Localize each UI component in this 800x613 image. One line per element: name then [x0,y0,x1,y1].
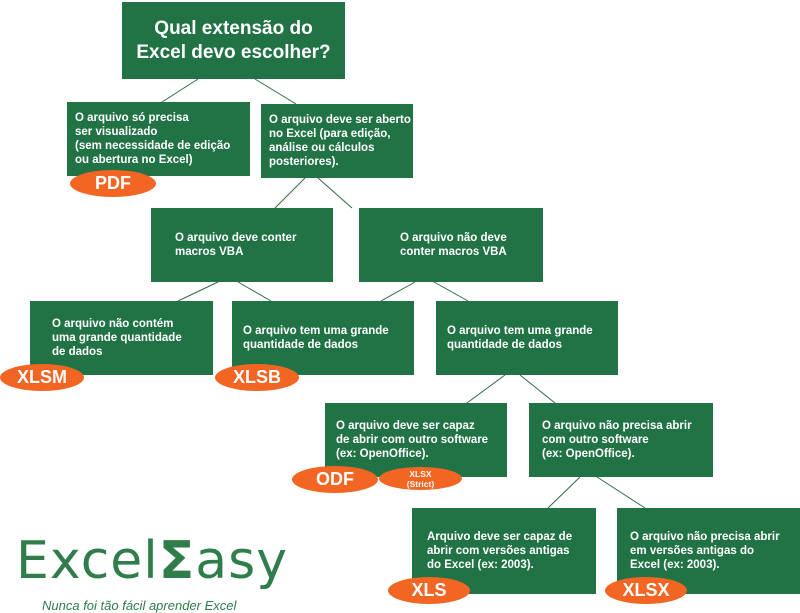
connector-nomacros-large1 [380,281,416,302]
connector-open-macros [274,177,306,209]
connector-noother-old [547,476,581,509]
format-xlsx-badge: XLSX [605,577,687,604]
node-macros-small-data-text: O arquivo não contém uma grande quantida… [52,318,182,358]
excel-easy-logo: ExcelΣasy [16,535,288,587]
format-xls-label: XLS [411,580,447,600]
connector-large-noother [519,374,556,404]
node-no-old-versions-text: O arquivo não precisa abrir em versões a… [630,531,780,571]
format-xlsb-label: XLSB [232,367,281,387]
connector-open-nomacros [317,177,353,209]
node-no-other-software-text: O arquivo não precisa abrir com outro so… [542,420,692,460]
node-other-software-text: O arquivo deve ser capaz de abrir com ou… [336,420,489,460]
format-xlsx-label: XLSX [622,580,670,600]
node-no-macros: O arquivo não deve conter macros VBA [359,208,543,282]
connector-noother-noold [596,476,646,509]
format-pdf-label: PDF [95,173,131,193]
connector-large-other [466,374,506,404]
node-view-only-text: O arquivo só precisa ser visualizado (se… [75,112,231,166]
node-open-excel: O arquivo deve ser aberto no Excel (para… [261,104,413,178]
node-old-versions: Arquivo deve ser capaz de abrir com vers… [412,508,596,594]
logo-word-end: asy [195,531,289,591]
connector-root-open [254,78,297,105]
node-with-macros: O arquivo deve conter macros VBA [151,208,333,282]
node-other-software: O arquivo deve ser capaz de abrir com ou… [325,403,507,477]
format-odf-label: ODF [316,469,354,489]
node-no-macros-text: O arquivo não deve conter macros VBA [400,232,507,258]
node-nomacros-large-data: O arquivo tem uma grande quantidade de d… [436,301,618,375]
format-pdf-badge: PDF [70,170,156,197]
node-macros-large-data-text: O arquivo tem uma grande quantidade de d… [243,325,389,351]
node-with-macros-text: O arquivo deve conter macros VBA [175,232,297,258]
node-view-only: O arquivo só precisa ser visualizado (se… [67,102,250,176]
format-xlsx-strict-label: XLSX (Strict) [406,468,435,489]
connector-macros-small [177,281,219,302]
format-xlsm-badge: XLSM [0,364,84,391]
format-xlsm-label: XLSM [16,367,67,387]
format-xlsb-badge: XLSB [215,364,299,391]
format-odf-badge: ODF [292,466,378,493]
node-macros-small-data: O arquivo não contém uma grande quantida… [30,301,213,375]
node-no-other-software: O arquivo não precisa abrir com outro so… [529,403,713,477]
format-xlsx-strict-badge: XLSX (Strict) [379,467,462,490]
logo-tagline: Nunca foi tão fácil aprender Excel [42,598,237,613]
format-xls-badge: XLS [388,577,470,604]
logo-sigma: Σ [158,531,196,591]
root-question: Qual extensão do Excel devo escolher? [122,2,345,79]
connector-nomacros-large2 [433,281,469,302]
node-old-versions-text: Arquivo deve ser capaz de abrir com vers… [427,531,573,571]
root-question-text: Qual extensão do Excel devo escolher? [136,17,331,63]
node-macros-large-data: O arquivo tem uma grande quantidade de d… [232,301,414,375]
connector-macros-large [237,281,272,302]
logo-word-start: Excel [16,531,159,591]
node-nomacros-large-data-text: O arquivo tem uma grande quantidade de d… [447,325,593,351]
node-open-excel-text: O arquivo deve ser aberto no Excel (para… [269,114,411,168]
connector-root-view [161,78,199,103]
